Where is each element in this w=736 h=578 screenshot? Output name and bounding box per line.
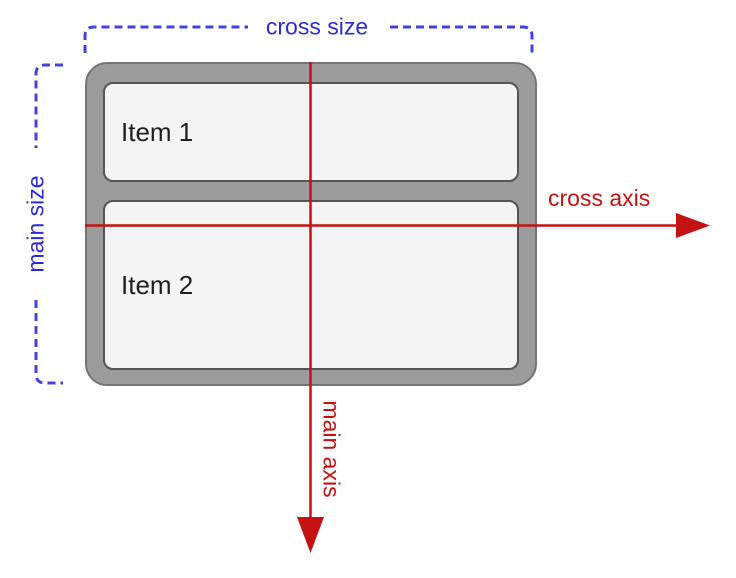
- cross-size-bracket-right: [390, 25, 534, 53]
- main-axis-label: main axis: [318, 400, 345, 498]
- flex-item-1: Item 1: [103, 82, 519, 182]
- cross-axis-arrowhead-icon: [676, 213, 710, 238]
- flex-item-1-label: Item 1: [121, 116, 194, 147]
- cross-size-bracket-left: [83, 25, 248, 53]
- flex-item-2-label: Item 2: [121, 269, 194, 300]
- flex-item-2: Item 2: [103, 200, 519, 370]
- main-size-bracket-top: [34, 63, 63, 148]
- flex-container: Item 1 Item 2: [85, 62, 537, 386]
- main-size-bracket-bottom: [34, 300, 63, 385]
- main-size-label: main size: [22, 175, 49, 273]
- main-axis-arrowhead-icon: [297, 517, 324, 553]
- cross-axis-label: cross axis: [548, 185, 651, 211]
- cross-size-label: cross size: [265, 13, 369, 40]
